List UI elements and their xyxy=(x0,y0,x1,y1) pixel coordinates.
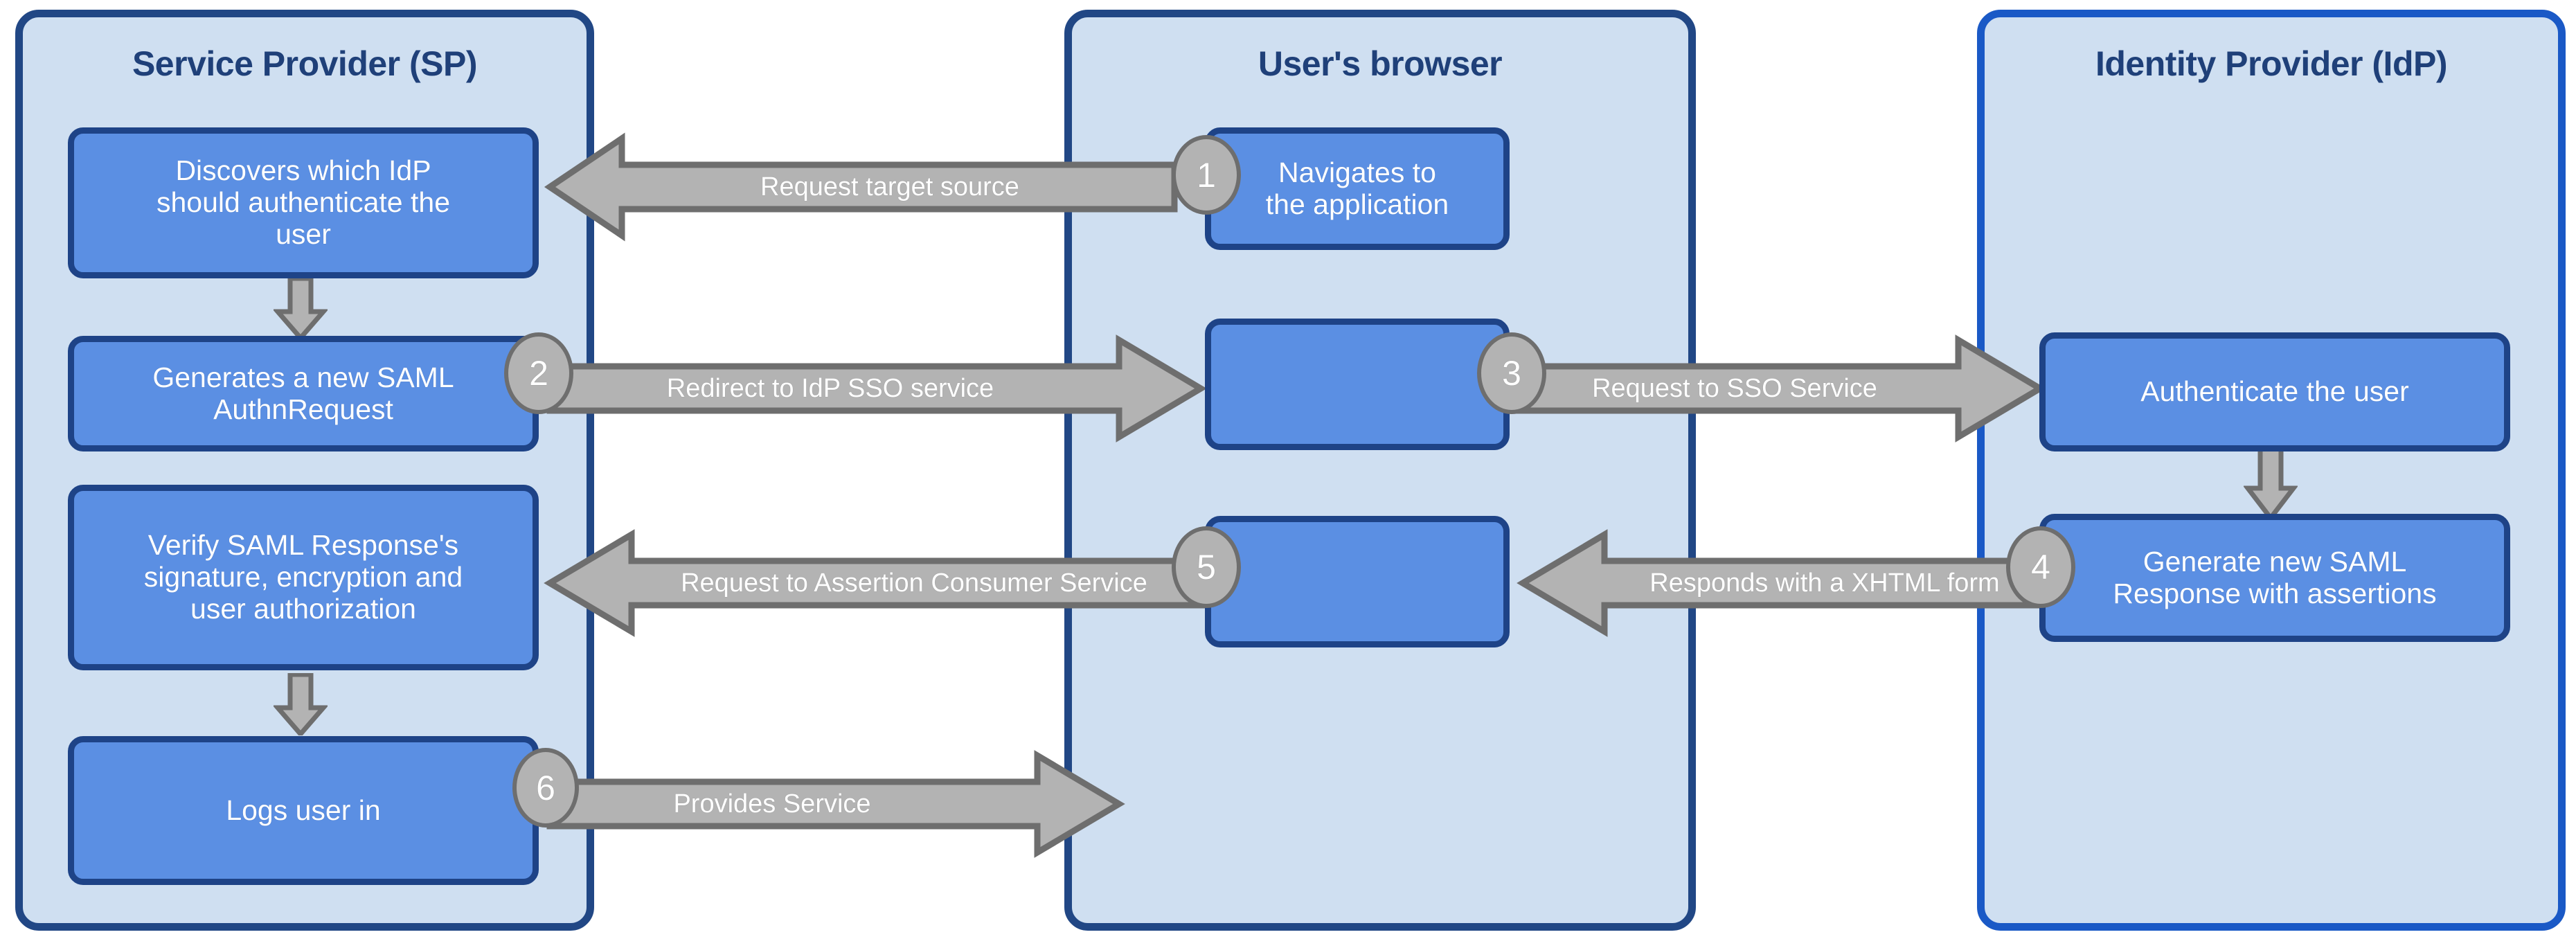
node-line: user xyxy=(276,217,331,250)
connector-arrow-idp-auth-to-generate xyxy=(2244,447,2298,519)
node-line: Navigates to xyxy=(1278,156,1436,188)
node-sp-generates-authnrequest[interactable]: Generates a new SAML AuthnRequest xyxy=(68,336,539,451)
node-line: Generates a new SAML xyxy=(152,361,454,393)
node-sp-discovers-idp[interactable]: Discovers which IdP should authenticate … xyxy=(68,127,539,278)
node-line: should authenticate the xyxy=(156,186,450,219)
node-sp-logs-user-in[interactable]: Logs user in xyxy=(68,736,539,885)
node-line: Logs user in xyxy=(226,794,381,826)
node-line: the application xyxy=(1265,188,1449,220)
node-line: signature, encryption and xyxy=(143,561,463,593)
node-idp-generate-saml-response[interactable]: Generate new SAML Response with assertio… xyxy=(2039,514,2510,642)
arrow-step-4: Responds with a XHTML form xyxy=(1517,529,2054,637)
step-badge-number: 2 xyxy=(529,354,548,393)
node-browser-redirect-holder[interactable] xyxy=(1205,319,1510,450)
step-badge-number: 5 xyxy=(1197,548,1216,587)
arrow-step-3: Request to SSO Service xyxy=(1509,334,2046,442)
connector-arrow-sp-verify-to-logs xyxy=(274,673,328,735)
node-line: Generate new SAML xyxy=(2143,545,2407,578)
step-badge-1[interactable]: 1 xyxy=(1172,135,1241,215)
node-browser-navigates-to-application[interactable]: Navigates to the application xyxy=(1205,127,1510,250)
step-badge-number: 1 xyxy=(1197,155,1216,195)
node-line: user authorization xyxy=(190,592,416,625)
connector-arrow-sp-discover-to-generate xyxy=(274,277,328,339)
node-idp-authenticate-user[interactable]: Authenticate the user xyxy=(2039,332,2510,451)
step-badge-3[interactable]: 3 xyxy=(1477,332,1546,414)
step-badge-number: 6 xyxy=(536,768,555,807)
step-badge-4[interactable]: 4 xyxy=(2006,526,2075,608)
lane-title-service-provider: Service Provider (SP) xyxy=(132,44,478,83)
node-browser-response-holder[interactable] xyxy=(1205,516,1510,647)
node-line: Response with assertions xyxy=(2113,577,2437,609)
step-badge-number: 3 xyxy=(1502,354,1521,393)
arrow-step-2: Redirect to IdP SSO service xyxy=(546,334,1207,442)
node-sp-verify-saml-response[interactable]: Verify SAML Response's signature, encryp… xyxy=(68,485,539,670)
arrow-step-1: Request target source xyxy=(544,132,1178,242)
node-line: Verify SAML Response's xyxy=(147,529,459,562)
step-badge-6[interactable]: 6 xyxy=(512,748,579,828)
lane-title-identity-provider: Identity Provider (IdP) xyxy=(2095,44,2448,83)
step-badge-number: 4 xyxy=(2031,548,2050,587)
arrow-step-5: Request to Assertion Consumer Service xyxy=(544,529,1213,637)
node-line: Discovers which IdP xyxy=(175,154,431,187)
node-line: Authenticate the user xyxy=(2140,375,2409,408)
step-badge-2[interactable]: 2 xyxy=(504,332,573,414)
arrow-step-6: Provides Service xyxy=(546,750,1125,858)
lane-title-users-browser: User's browser xyxy=(1258,44,1503,83)
node-line: AuthnRequest xyxy=(213,393,393,425)
step-badge-5[interactable]: 5 xyxy=(1172,526,1241,608)
